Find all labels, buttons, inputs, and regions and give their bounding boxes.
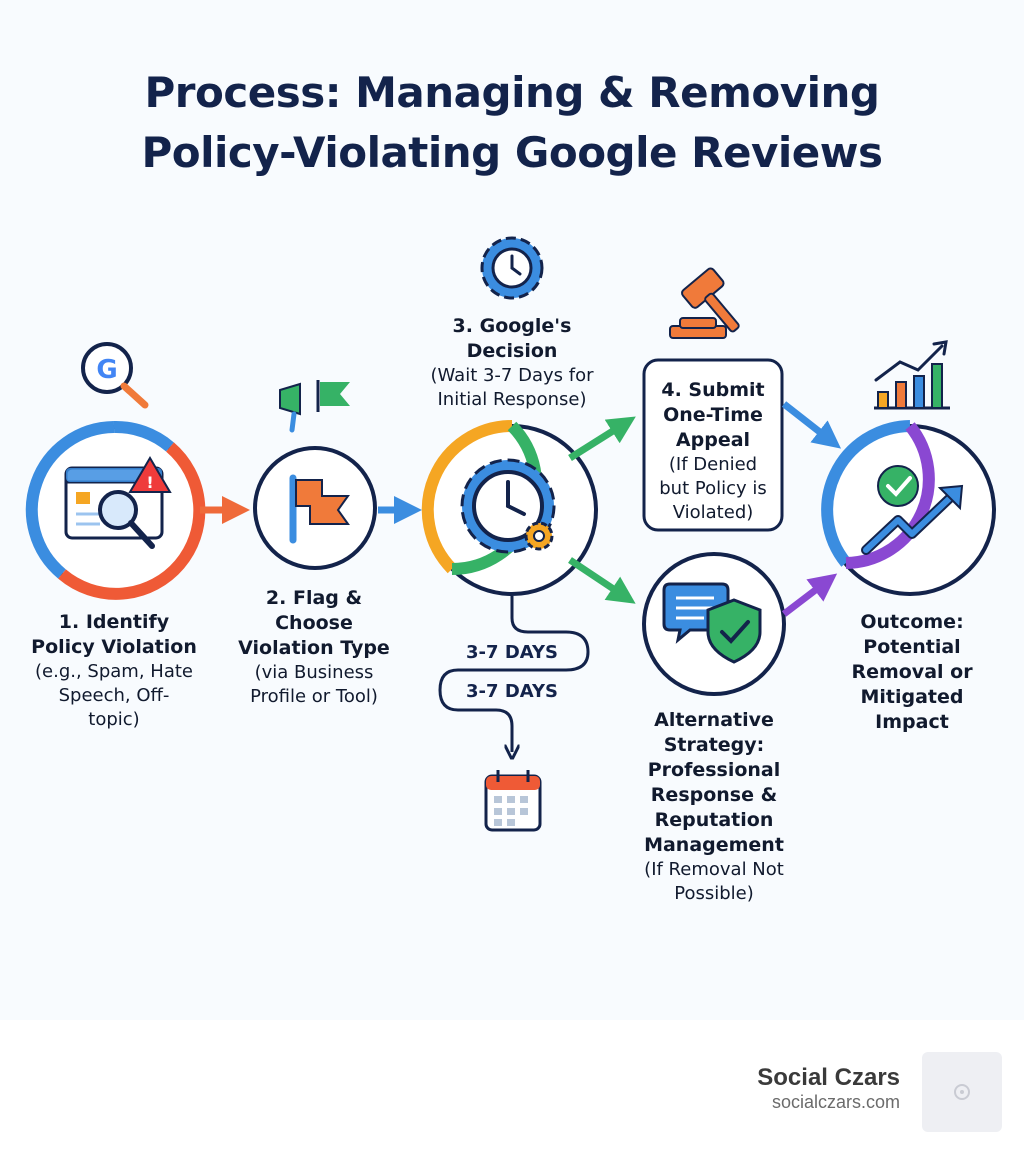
- alt-heading-line-3: Professional: [647, 759, 781, 781]
- outcome-label: Outcome: Potential Removal or Mitigated …: [832, 610, 992, 735]
- bar-chart-up-icon: [874, 340, 950, 410]
- step-4-label: 4. Submit One-Time Appeal (If Denied but…: [644, 378, 782, 525]
- clock-gear-icon: [460, 458, 556, 554]
- outcome-circle: [821, 420, 996, 596]
- svg-text:!: !: [146, 473, 153, 492]
- google-search-icon: G: [81, 342, 149, 409]
- alt-heading-line-2: Strategy:: [663, 734, 765, 756]
- alt-sub-line-1: (If Removal Not: [644, 859, 784, 880]
- alt-heading-line-1: Alternative: [654, 709, 774, 731]
- brand-name: Social Czars: [757, 1064, 900, 1091]
- alternative-strategy-label: Alternative Strategy: Professional Respo…: [612, 708, 816, 906]
- outcome-heading-line-3: Removal or: [851, 661, 973, 683]
- timeline-label-1: 3-7 DAYS: [466, 642, 558, 663]
- step-4-sub-line-2: but Policy is: [659, 478, 767, 499]
- step-4-heading-line-3: Appeal: [675, 429, 751, 451]
- step-2-heading-line-3: Violation Type: [238, 637, 390, 659]
- timeline-connector: [438, 596, 590, 752]
- arrow-step3-to-alternative: [568, 557, 636, 604]
- step-2-label: 2. Flag & Choose Violation Type (via Bus…: [222, 586, 406, 709]
- process-diagram: ! G: [25, 236, 996, 832]
- step-3-heading-line-1: 3. Google's: [452, 315, 572, 337]
- step-1-heading-line-1: 1. Identify: [58, 611, 170, 633]
- page-title-line-1: Process: Managing & Removing: [144, 68, 880, 117]
- chat-shield-icon: [662, 582, 762, 664]
- step-3-sub-line-2: Initial Response): [437, 389, 587, 410]
- step-4-heading-line-1: 4. Submit: [661, 379, 765, 401]
- arrow-step3-to-appeal: [568, 416, 636, 461]
- step-1-label: 1. Identify Policy Violation (e.g., Spam…: [14, 610, 214, 732]
- step-2-heading-line-2: Choose: [275, 612, 353, 634]
- timeline-label-2: 3-7 DAYS: [466, 681, 558, 702]
- step-2-heading-line-1: 2. Flag &: [265, 587, 363, 609]
- arrow-appeal-to-outcome: [781, 401, 842, 449]
- step-4-heading-line-2: One-Time: [663, 404, 763, 426]
- alt-sub-line-2: Possible): [674, 883, 754, 904]
- step-3-label: 3. Google's Decision (Wait 3-7 Days for …: [410, 314, 614, 412]
- alt-heading-line-5: Reputation: [654, 809, 774, 831]
- check-trend-icon: [861, 465, 964, 555]
- brand-logo-icon: [954, 1084, 970, 1100]
- alt-heading-line-6: Management: [644, 834, 784, 856]
- gavel-icon: [669, 267, 740, 339]
- browser-magnifier-warning-icon: !: [64, 456, 172, 549]
- step-3-heading-line-2: Decision: [466, 340, 558, 362]
- outcome-heading-line-2: Potential: [863, 636, 961, 658]
- step-4-sub-line-3: Violated): [672, 502, 754, 523]
- appeal-box: [642, 358, 784, 532]
- footer: [0, 1020, 1024, 1154]
- step-1-sub-line-2: Speech, Off-: [58, 685, 170, 706]
- page-title-line-2: Policy-Violating Google Reviews: [141, 128, 883, 177]
- step-1-sub-line-1: (e.g., Spam, Hate: [35, 661, 193, 682]
- brand-logo: [922, 1052, 1002, 1132]
- step-1-sub-line-3: topic): [88, 709, 140, 730]
- svg-text:G: G: [96, 355, 117, 385]
- flag-icon: [289, 474, 350, 544]
- brand-url[interactable]: socialczars.com: [771, 1092, 900, 1112]
- gear-clock-icon: [480, 236, 544, 300]
- calendar-icon: [484, 770, 542, 832]
- arrow-alternative-to-outcome: [781, 573, 838, 617]
- outcome-heading-line-1: Outcome:: [860, 611, 964, 633]
- outcome-heading-line-5: Impact: [875, 711, 949, 733]
- step-1-heading-line-2: Policy Violation: [31, 636, 197, 658]
- megaphone-flag-icon: [279, 380, 350, 433]
- outcome-heading-line-4: Mitigated: [860, 686, 964, 708]
- step-2-sub-line-2: Profile or Tool): [250, 686, 378, 707]
- alt-heading-line-4: Response &: [650, 784, 778, 806]
- step-3-sub-line-1: (Wait 3-7 Days for: [430, 365, 594, 386]
- step-4-sub-line-1: (If Denied: [668, 454, 758, 475]
- step-2-sub-line-1: (via Business: [254, 662, 374, 683]
